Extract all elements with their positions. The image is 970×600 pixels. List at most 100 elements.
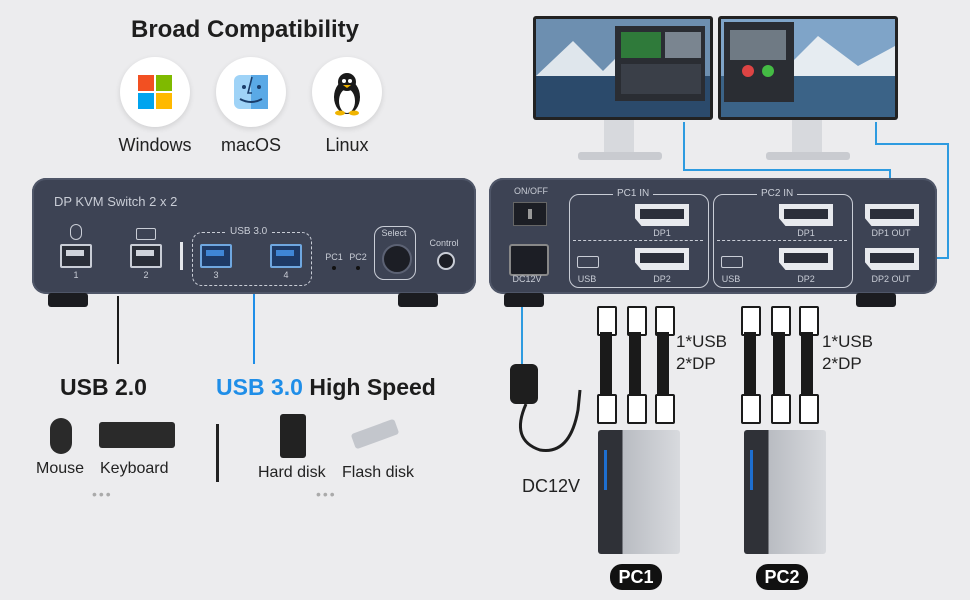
os-label-windows: Windows	[118, 135, 192, 155]
dp1-out-label: DP1 OUT	[871, 228, 911, 238]
mouse-port-icon	[70, 224, 82, 240]
monitor-1-base	[578, 152, 662, 160]
pc2-indicator-label: PC2	[349, 252, 367, 262]
power-adapter-icon	[510, 364, 538, 404]
monitor-2-stand	[792, 120, 822, 154]
divider	[573, 240, 703, 241]
pc2-in-label: PC2 IN	[757, 188, 798, 199]
select-button[interactable]	[382, 244, 412, 274]
flash-disk-label: Flash disk	[342, 464, 415, 481]
usb3-heading-rest: High Speed	[302, 374, 436, 400]
usb2-heading: USB 2.0	[60, 374, 147, 400]
pc1-tower	[598, 430, 680, 554]
dp1-out-port[interactable]	[865, 204, 919, 226]
dp-plug	[771, 394, 791, 424]
usb-port-2[interactable]	[130, 244, 162, 268]
windows-icon	[120, 57, 190, 127]
pc2-dp2-label: DP2	[797, 274, 815, 284]
port-label-4: 4	[283, 270, 289, 280]
cable	[773, 332, 785, 398]
monitor-2-base	[766, 152, 850, 160]
dp2-out-label: DP2 OUT	[871, 274, 911, 284]
usb3-label: USB 3.0	[226, 226, 272, 237]
pc2-led	[356, 266, 360, 270]
cable-label-dp: 2*DP	[676, 354, 716, 373]
pc1-dp1-port[interactable]	[635, 204, 689, 226]
os-label-linux: Linux	[325, 135, 369, 155]
pc2-dp1-label: DP1	[797, 228, 815, 238]
cable	[657, 332, 669, 398]
more-dots: •••	[316, 486, 337, 502]
pc2-tower	[744, 430, 826, 554]
usb-port-3[interactable]	[200, 244, 232, 268]
divider	[717, 240, 847, 241]
more-dots: •••	[92, 486, 113, 502]
dc-power-jack[interactable]	[509, 244, 549, 276]
usb3-heading-blue: USB 3.0	[216, 374, 303, 400]
device-foot	[504, 293, 544, 307]
pc2-usb-label: USB	[721, 274, 741, 284]
usb-port-4[interactable]	[270, 244, 302, 268]
cable-label-usb: 1*USB	[676, 332, 728, 351]
cable	[629, 332, 641, 398]
select-group	[374, 226, 416, 280]
monitor-1-stand	[604, 120, 634, 154]
power-switch[interactable]	[513, 202, 547, 226]
cable-label-dp: 2*DP	[822, 354, 862, 373]
select-label: Select	[381, 228, 407, 238]
control-jack[interactable]	[437, 252, 455, 270]
keyboard-icon	[99, 422, 175, 448]
device-name: DP KVM Switch 2 x 2	[54, 194, 178, 209]
usb3-heading: USB 3.0 High Speed	[216, 374, 436, 401]
pc2-usb-port[interactable]	[721, 256, 743, 268]
pc1-dp2-port[interactable]	[635, 248, 689, 270]
mouse-icon	[50, 418, 72, 454]
pc1-badge: PC1	[610, 564, 662, 590]
divider	[216, 424, 219, 482]
port-label-2: 2	[143, 270, 149, 280]
kvm-front-panel: DP KVM Switch 2 x 2 1 2 USB 3.0 3 4 PC1 …	[32, 178, 476, 294]
keyboard-label: Keyboard	[100, 460, 169, 477]
pc2-dp1-port[interactable]	[779, 204, 833, 226]
control-label: Control	[429, 238, 459, 248]
device-foot	[856, 293, 896, 307]
hard-disk-icon	[280, 414, 306, 458]
on-off-label: ON/OFF	[514, 186, 548, 196]
usb-port-1[interactable]	[60, 244, 92, 268]
pc1-in-label: PC1 IN	[613, 188, 654, 199]
pc1-usb-port[interactable]	[577, 256, 599, 268]
usb-plug	[597, 394, 617, 424]
dp-plug	[627, 394, 647, 424]
pc1-dp2-label: DP2	[653, 274, 671, 284]
power-cable	[518, 389, 582, 452]
keyboard-port-icon	[136, 228, 156, 240]
finder-icon	[216, 57, 286, 127]
dp2-out-port[interactable]	[865, 248, 919, 270]
monitor-2	[718, 16, 898, 120]
pc1-dp1-label: DP1	[653, 228, 671, 238]
pc1-indicator-label: PC1	[325, 252, 343, 262]
divider	[180, 242, 183, 270]
cable	[600, 332, 612, 398]
pc1-led	[332, 266, 336, 270]
cable-label-usb: 1*USB	[822, 332, 874, 351]
usb-plug	[741, 394, 761, 424]
device-foot	[398, 293, 438, 307]
os-label-macos: macOS	[220, 135, 281, 155]
pc1-usb-label: USB	[577, 274, 597, 284]
dp-plug	[655, 394, 675, 424]
port-label-3: 3	[213, 270, 219, 280]
pc2-badge: PC2	[756, 564, 808, 590]
dp-plug	[799, 394, 819, 424]
dc12v-label: DC12V	[512, 274, 542, 284]
mouse-label: Mouse	[36, 460, 85, 477]
pc2-dp2-port[interactable]	[779, 248, 833, 270]
linux-penguin-icon	[312, 57, 382, 127]
port-label-1: 1	[73, 270, 79, 280]
monitor-1	[533, 16, 713, 120]
cable	[744, 332, 756, 398]
page-title: Broad Compatibility	[130, 16, 359, 43]
kvm-back-panel: ON/OFF DC12V PC1 IN DP1 USB DP2 PC2 IN D…	[489, 178, 937, 294]
cable	[801, 332, 813, 398]
hard-disk-label: Hard disk	[258, 464, 326, 481]
